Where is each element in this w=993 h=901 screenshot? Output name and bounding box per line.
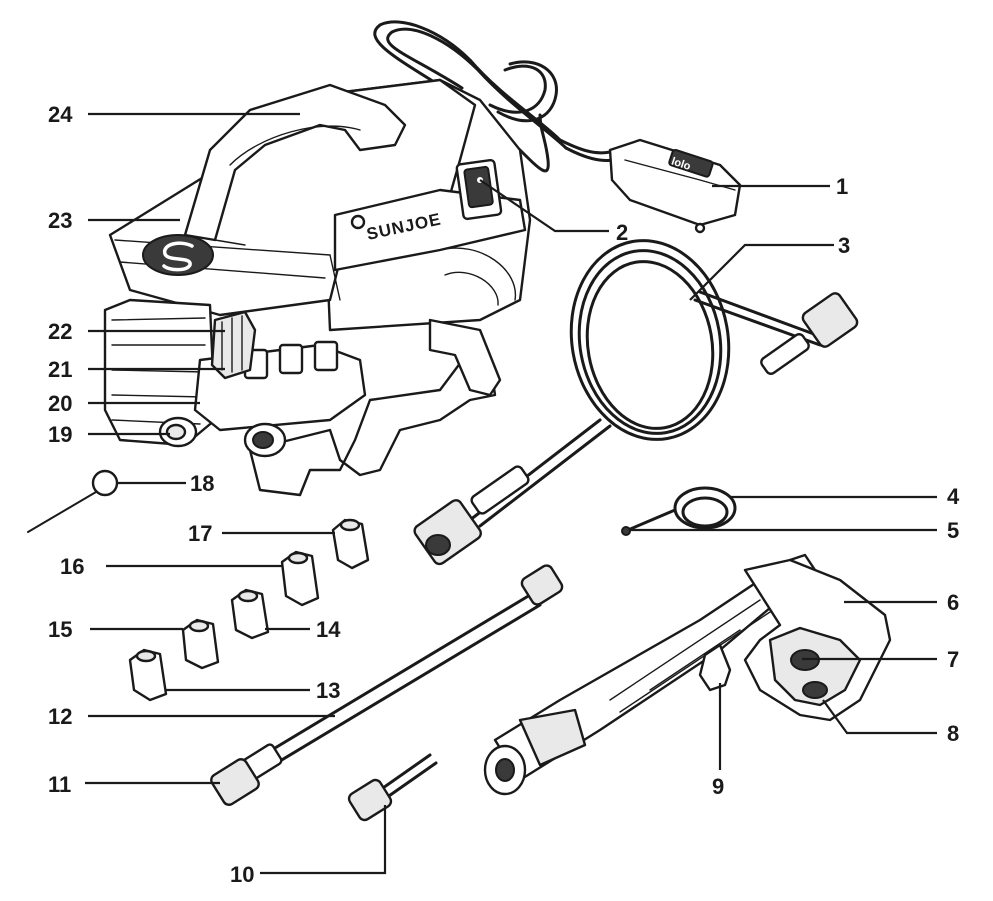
- extension-wand: [210, 564, 564, 806]
- label-12: 12: [48, 704, 72, 729]
- nozzle-tip-16: [280, 550, 320, 607]
- label-13: 13: [316, 678, 340, 703]
- label-24: 24: [48, 102, 73, 127]
- label-17: 17: [188, 521, 212, 546]
- pump-assembly: [103, 298, 367, 458]
- label-23: 23: [48, 208, 72, 233]
- cleaning-tool: [27, 469, 119, 533]
- carry-handle: [183, 83, 407, 246]
- label-4: 4: [947, 484, 960, 509]
- label-1: 1: [836, 174, 848, 199]
- high-pressure-hose: [413, 239, 859, 566]
- label-7: 7: [947, 647, 959, 672]
- foam-adapter: [347, 753, 438, 822]
- power-cord: [373, 20, 616, 173]
- hose-filter: [621, 486, 737, 536]
- label-20: 20: [48, 391, 72, 416]
- power-switch: [455, 158, 503, 221]
- label-21: 21: [48, 357, 72, 382]
- nozzle-tip-14: [230, 588, 270, 640]
- label-18: 18: [190, 471, 214, 496]
- label-19: 19: [48, 422, 72, 447]
- label-3: 3: [838, 233, 850, 258]
- nozzle-tip-17: [331, 518, 370, 570]
- label-2: 2: [616, 220, 628, 245]
- logo-badge: [142, 234, 214, 276]
- part-labels: 1 2 3 4 5 6 7 8 9 10 11 12 13 14 15 16 1…: [48, 102, 960, 887]
- nozzle-tip-15: [181, 618, 220, 670]
- label-11: 11: [48, 772, 71, 797]
- plug-text: lolo: [670, 156, 693, 174]
- label-10: 10: [230, 862, 254, 887]
- label-15: 15: [48, 617, 72, 642]
- leader-lines: [85, 112, 937, 875]
- label-16: 16: [60, 554, 84, 579]
- label-6: 6: [947, 590, 959, 615]
- label-5: 5: [947, 518, 959, 543]
- gfci-plug: lolo: [608, 138, 742, 234]
- nozzle-tip-13: [128, 648, 168, 702]
- label-9: 9: [712, 774, 724, 799]
- spray-gun: [483, 553, 892, 796]
- label-22: 22: [48, 319, 72, 344]
- label-14: 14: [316, 617, 341, 642]
- label-8: 8: [947, 721, 959, 746]
